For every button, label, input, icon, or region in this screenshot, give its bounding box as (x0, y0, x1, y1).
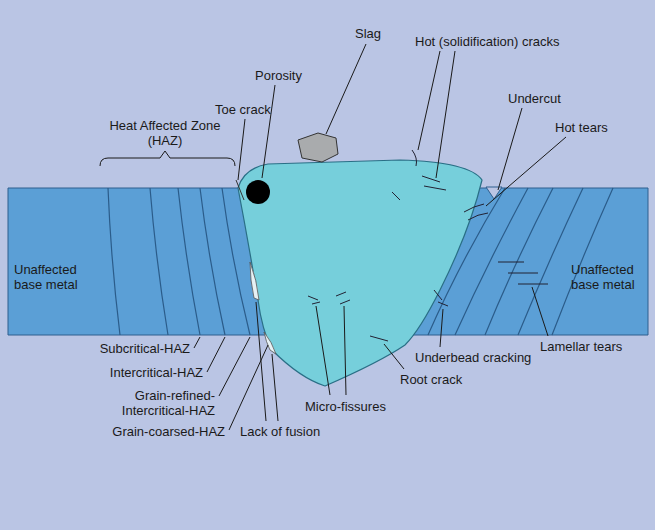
leader-line (384, 344, 404, 369)
part-label: Grain-refined-Intercritical-HAZ (75, 388, 215, 418)
leader-line (238, 119, 245, 180)
part-label: Undercut (508, 91, 561, 106)
haz-line (485, 188, 553, 335)
micro-fissure (308, 296, 318, 300)
leader-line (344, 306, 346, 395)
haz-line (200, 188, 225, 335)
part-label: Underbead cracking (415, 350, 531, 365)
porosity-void (246, 180, 270, 204)
part-label: Unaffected base metal (14, 262, 94, 292)
hot-crack (392, 192, 400, 200)
hot-tear (468, 213, 488, 220)
leader-line (326, 44, 366, 134)
lamellar-tear (498, 262, 524, 263)
part-label: Subcritical-HAZ (100, 341, 190, 356)
leader-line (440, 309, 443, 347)
leader-lines (100, 44, 566, 430)
haz-bracket (100, 151, 235, 166)
hot-crack (422, 176, 440, 182)
part-label: Toe crack (215, 102, 271, 117)
micro-fissure (336, 292, 346, 296)
leader-line (436, 51, 455, 178)
hot-tear (464, 204, 484, 212)
lamellar-tear (518, 284, 548, 285)
part-label: Hot (solidification) cracks (415, 34, 560, 49)
leader-line (207, 337, 225, 372)
leader-line (262, 85, 275, 178)
undercut-notch (486, 187, 502, 199)
hot-crack (412, 150, 417, 166)
part-label: Grain-coarsed-HAZ (112, 424, 225, 439)
part-label: Heat Affected Zone (HAZ) (100, 118, 230, 148)
part-label: Slag (355, 26, 381, 41)
part-label: Intercritical-HAZ (110, 365, 203, 380)
toe-crack (236, 180, 244, 200)
leader-line (219, 337, 250, 396)
leader-line (229, 345, 268, 430)
haz-line (178, 188, 200, 335)
hot-crack (424, 186, 446, 190)
part-label: Micro-fissures (305, 399, 386, 414)
leader-line (532, 287, 548, 336)
leader-line (418, 51, 440, 150)
leader-line (486, 137, 566, 206)
leader-line (256, 302, 266, 421)
micro-fissure (312, 302, 320, 304)
lack-of-fusion (250, 262, 259, 300)
part-label: Lamellar tears (540, 339, 622, 354)
leader-line (316, 306, 330, 395)
lamellar-tear (508, 273, 538, 274)
underbead-crack (434, 290, 442, 300)
part-label: Root crack (400, 372, 462, 387)
part-label: Hot tears (555, 120, 608, 135)
haz-line (552, 188, 613, 335)
part-label: Unaffected base metal (571, 262, 651, 292)
haz-line (518, 188, 583, 335)
haz-line (150, 188, 168, 335)
left-plate (8, 188, 275, 335)
part-label: Porosity (255, 68, 302, 83)
haz-line (108, 188, 120, 335)
leader-line (194, 337, 200, 348)
part-label: Lack of fusion (240, 424, 320, 439)
leader-line (272, 354, 278, 421)
slag-inclusion (298, 133, 338, 162)
underbead-crack (438, 302, 448, 306)
root-crack (370, 336, 388, 341)
micro-fissure (340, 300, 350, 304)
